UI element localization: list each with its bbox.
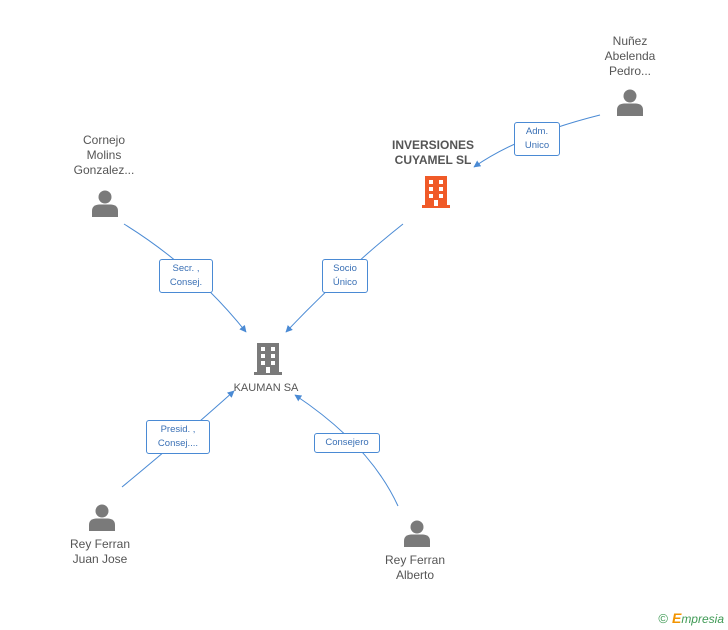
- empresia-logo-text: mpresia: [681, 612, 724, 626]
- person-icon[interactable]: [403, 519, 431, 547]
- person-icon[interactable]: [88, 503, 116, 531]
- empresia-logo-initial: E: [671, 610, 682, 626]
- person-label-rey-alberto[interactable]: Rey Ferran Alberto: [384, 553, 446, 582]
- edge-label-socio-unico: Socio Único: [322, 259, 368, 293]
- edge-label-secr-consej: Secr. , Consej.: [159, 259, 213, 293]
- empresia-watermark: ©Empresia: [658, 610, 724, 626]
- building-icon[interactable]: [420, 174, 452, 208]
- company-label-main[interactable]: KAUMAN SA: [233, 382, 299, 394]
- edge-label-consejero: Consejero: [314, 433, 380, 453]
- company-label-parent[interactable]: INVERSIONES CUYAMEL SL: [391, 138, 475, 167]
- person-icon[interactable]: [616, 88, 644, 116]
- person-label-cornejo[interactable]: Cornejo Molins Gonzalez...: [73, 133, 135, 177]
- building-icon[interactable]: [252, 341, 284, 375]
- person-label-nunez[interactable]: Nuñez Abelenda Pedro...: [604, 34, 656, 78]
- edge-label-presid-consej: Presid. , Consej....: [146, 420, 210, 454]
- copyright-icon: ©: [658, 611, 668, 626]
- edge-label-adm-unico: Adm. Unico: [514, 122, 560, 156]
- person-label-rey-juan[interactable]: Rey Ferran Juan Jose: [69, 537, 131, 566]
- person-icon[interactable]: [91, 189, 119, 217]
